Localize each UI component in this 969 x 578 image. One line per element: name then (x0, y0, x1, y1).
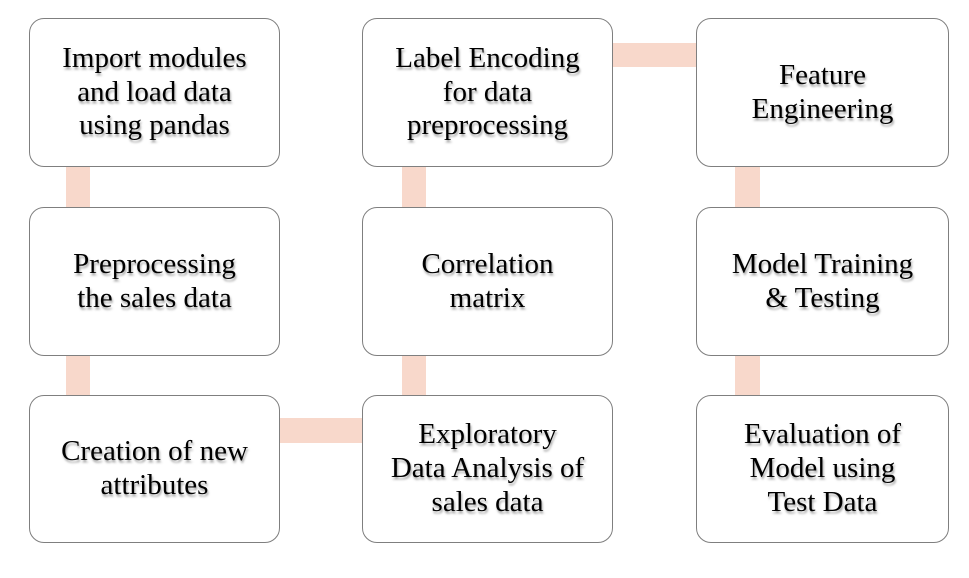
node-model-training: Model Training & Testing (696, 207, 949, 356)
node-import-modules: Import modules and load data using panda… (29, 18, 280, 167)
node-creation-attributes-label: Creation of new attributes (61, 435, 248, 501)
node-import-modules-label: Import modules and load data using panda… (62, 41, 247, 142)
node-label-encoding: Label Encoding for data preprocessing (362, 18, 613, 167)
node-correlation-matrix: Correlation matrix (362, 207, 613, 356)
node-creation-attributes: Creation of new attributes (29, 395, 280, 543)
connector-creation-to-eda (276, 418, 366, 443)
connector-preprocessing-to-creation (66, 350, 90, 403)
node-evaluation-label: Evaluation of Model using Test Data (743, 418, 902, 518)
node-preprocessing: Preprocessing the sales data (29, 207, 280, 356)
node-feature-engineering: Feature Engineering (696, 18, 949, 167)
node-evaluation: Evaluation of Model using Test Data (696, 395, 949, 543)
connector-correlation-to-label-encoding (402, 160, 426, 215)
node-eda: Exploratory Data Analysis of sales data (362, 395, 613, 543)
node-correlation-matrix-label: Correlation matrix (421, 247, 554, 314)
node-model-training-label: Model Training & Testing (731, 247, 914, 314)
connector-feature-engineering-to-model-training (735, 160, 760, 215)
node-feature-engineering-label: Feature Engineering (751, 58, 894, 125)
connector-import-to-preprocessing (66, 160, 90, 215)
node-label-encoding-label: Label Encoding for data preprocessing (395, 41, 580, 142)
node-eda-label: Exploratory Data Analysis of sales data (390, 418, 585, 518)
node-preprocessing-label: Preprocessing the sales data (73, 247, 236, 314)
connector-model-training-to-evaluation (735, 350, 760, 403)
connector-eda-to-correlation (402, 350, 426, 403)
connector-label-encoding-to-feature-engineering (607, 43, 700, 67)
